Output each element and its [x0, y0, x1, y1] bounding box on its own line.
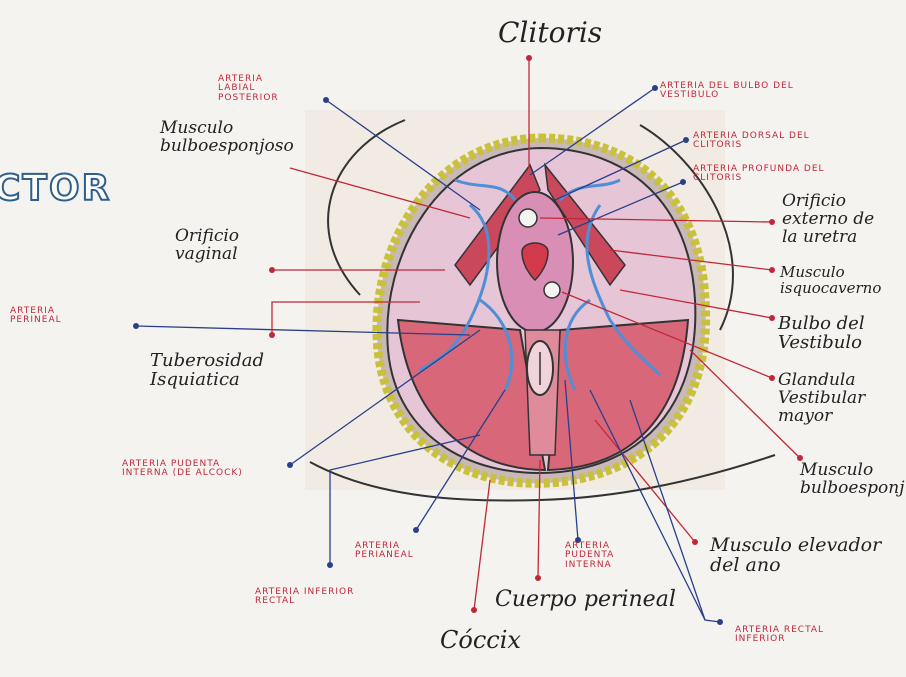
greater-vestibular-gland: [544, 282, 560, 298]
label-clitoris: Clitoris: [498, 18, 602, 47]
label-arteria-profunda-clitoris: ARTERIA PROFUNDA DEL CLITORIS: [693, 165, 825, 184]
label-musculo-isquiocavernoso: Musculo isquocaverno: [780, 265, 881, 297]
label-musculo-elevador-ano: Musculo elevador del ano: [710, 536, 881, 576]
label-musculo-bulboesponjoso-left: Musculo bulboesponjoso: [160, 120, 294, 156]
urethral-orifice: [519, 209, 537, 227]
label-arteria-pudenta-interna: ARTERIA PUDENTA INTERNA: [565, 542, 614, 570]
label-musculo-bulboesponjoso-right: Musculo bulboesponj: [800, 462, 905, 498]
label-coccix: Cóccix: [440, 628, 521, 653]
label-arteria-labial-posterior: ARTERIA LABIAL POSTERIOR: [218, 75, 279, 103]
label-arteria-inferior-rectal: ARTERIA INFERIOR RECTAL: [255, 588, 354, 607]
label-arteria-bulbo-vestibulo: ARTERIA DEL BULBO DEL VESTIBULO: [660, 82, 794, 101]
label-arteria-perianeal: ARTERIA PERIANEAL: [355, 542, 414, 561]
label-arteria-dorsal-clitoris: ARTERIA DORSAL DEL CLITORIS: [693, 132, 810, 151]
label-arteria-pudenta-interna-alcock: ARTERIA PUDENTA INTERNA (DE ALCOCK): [122, 460, 243, 479]
label-arteria-perineal-left: ARTERIA PERINEAL: [10, 307, 62, 326]
label-bulbo-vestibulo: Bulbo del Vestibulo: [778, 315, 865, 353]
label-orificio-vaginal: Orificio vaginal: [175, 228, 239, 264]
label-arteria-rectal-inferior-right: ARTERIA RECTAL INFERIOR: [735, 626, 824, 645]
label-cuerpo-perineal: Cuerpo perineal: [495, 588, 676, 611]
label-glandula-vestibular-mayor: Glandula Vestibular mayor: [778, 372, 865, 426]
label-tuberosidad-isquiatica: Tuberosidad Isquiatica: [150, 352, 264, 390]
label-orificio-externo-uretra: Orificio externo de la uretra: [782, 193, 874, 247]
